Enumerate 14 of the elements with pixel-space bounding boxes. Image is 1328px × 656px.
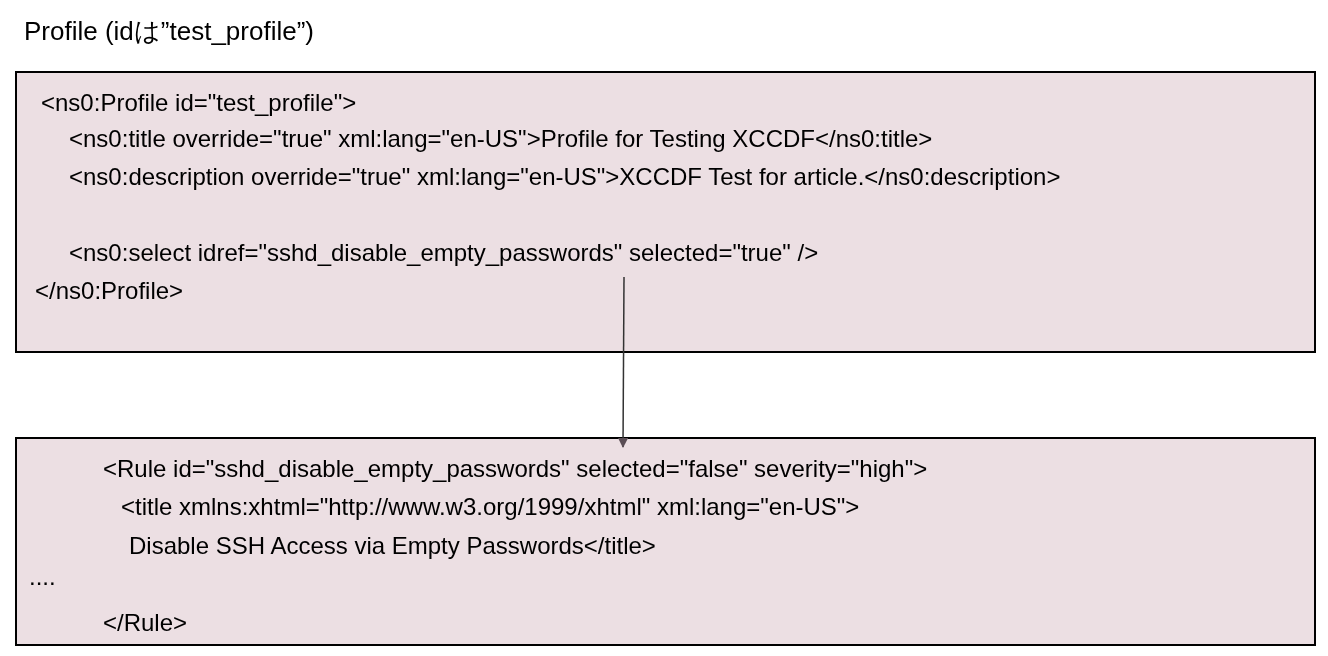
diagram-title: Profile (idは”test_profile”) bbox=[24, 15, 314, 48]
code-line: .... bbox=[29, 563, 56, 591]
code-line: </ns0:Profile> bbox=[35, 277, 184, 305]
code-line: <title xmlns:xhtml="http://www.w3.org/1999/xhtml" xml:lang="en-US"> bbox=[121, 493, 860, 521]
code-line: <ns0:description override="true" xml:lang="en-US">XCCDF Test for article.</ns0:description> bbox=[68, 163, 1062, 191]
code-line: <ns0:Profile id="test_profile"> bbox=[41, 89, 357, 117]
code-line: <ns0:select idref="sshd_disable_empty_passwords" selected="true" /> bbox=[69, 239, 819, 267]
code-box bbox=[15, 71, 1316, 353]
code-line: Disable SSH Access via Empty Passwords</title> bbox=[129, 532, 656, 560]
code-line: <Rule id="sshd_disable_empty_passwords" selected="false" severity="high"> bbox=[103, 455, 928, 483]
code-line: </Rule> bbox=[103, 609, 188, 637]
code-box bbox=[15, 437, 1316, 646]
code-line: <ns0:title override="true" xml:lang="en-US">Profile for Testing XCCDF</ns0:title> bbox=[69, 125, 933, 153]
arrow bbox=[618, 276, 629, 448]
